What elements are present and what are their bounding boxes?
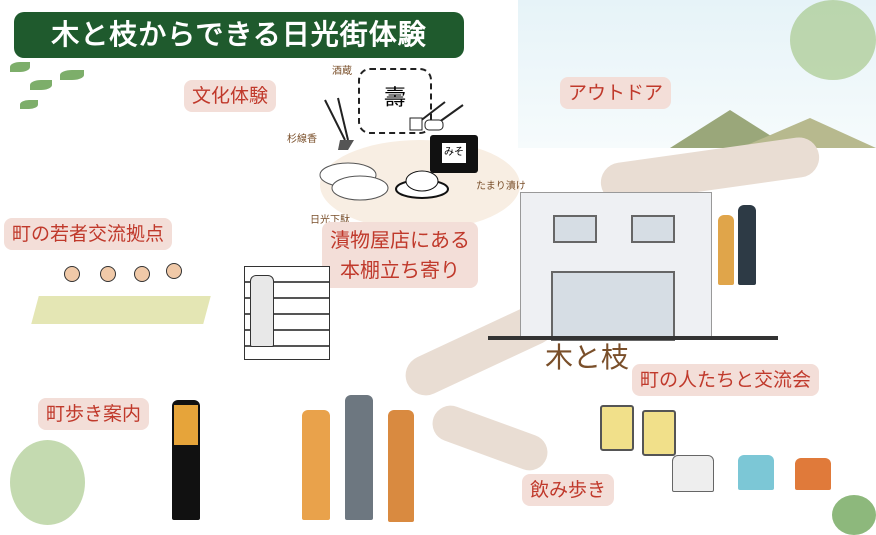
reader-illustration xyxy=(250,275,274,347)
student-illustration xyxy=(134,266,150,282)
foliage-icon xyxy=(10,440,85,525)
pickles-plate-icon xyxy=(395,170,449,199)
student-illustration xyxy=(166,263,182,279)
leaf-icon xyxy=(30,80,52,90)
ground-line xyxy=(488,336,778,340)
walker-illustration xyxy=(302,410,330,520)
tag-youth-hub: 町の若者交流拠点 xyxy=(4,218,173,250)
window xyxy=(631,215,675,243)
tag-bookshelf-line2: 本棚立ち寄り xyxy=(340,258,460,282)
incense-icon xyxy=(324,97,354,150)
sake-barrel-icon: 壽 xyxy=(358,68,432,134)
table-illustration xyxy=(31,296,211,324)
miso-tub-icon: みそ xyxy=(430,135,478,173)
sake-cups-icon xyxy=(409,101,464,131)
window xyxy=(553,215,597,243)
tag-culture: 文化体験 xyxy=(184,80,277,112)
tag-bookshelf-line1: 漬物屋店にある xyxy=(330,228,470,252)
kitoeda-logo: 木と枝 xyxy=(545,341,630,374)
page-title: 木と枝からできる日光街体験 xyxy=(14,12,464,58)
shop-building-illustration xyxy=(520,192,712,341)
toasting-person-illustration xyxy=(795,458,831,490)
leaf-icon xyxy=(60,70,84,80)
beer-mug-icon xyxy=(600,405,634,451)
kotobuki-text: 壽 xyxy=(383,86,406,111)
label-geta: 日光下駄 xyxy=(310,215,350,226)
tag-bookshelf: 漬物屋店にある 本棚立ち寄り xyxy=(322,222,478,288)
toasting-person-illustration xyxy=(672,455,714,492)
label-incense: 杉線香 xyxy=(287,134,317,145)
foliage-icon xyxy=(832,495,876,535)
walker-illustration xyxy=(345,395,373,520)
tag-town-walk: 町歩き案内 xyxy=(38,398,150,430)
walker-illustration xyxy=(388,410,414,522)
tag-exchange: 町の人たちと交流会 xyxy=(632,364,820,396)
leaf-icon xyxy=(20,100,38,109)
tag-bar-hopping: 飲み歩き xyxy=(522,474,615,506)
label-tamari: たまり漬け xyxy=(476,181,526,192)
hiker-illustration xyxy=(718,215,734,285)
beer-mug-icon xyxy=(642,410,676,456)
leaf-icon xyxy=(10,62,30,72)
student-illustration xyxy=(100,266,116,282)
geta-sandals-icon xyxy=(319,162,389,201)
foliage-icon xyxy=(790,0,876,80)
toasting-person-illustration xyxy=(738,455,774,490)
miso-label: みそ xyxy=(442,143,466,163)
path-decoration xyxy=(427,400,553,476)
glass-doors xyxy=(551,271,675,341)
label-sake: 酒蔵 xyxy=(332,66,352,77)
student-illustration xyxy=(64,266,80,282)
tag-outdoor: アウトドア xyxy=(560,77,672,109)
hiker-illustration xyxy=(738,205,756,285)
guide-vest xyxy=(174,405,198,445)
